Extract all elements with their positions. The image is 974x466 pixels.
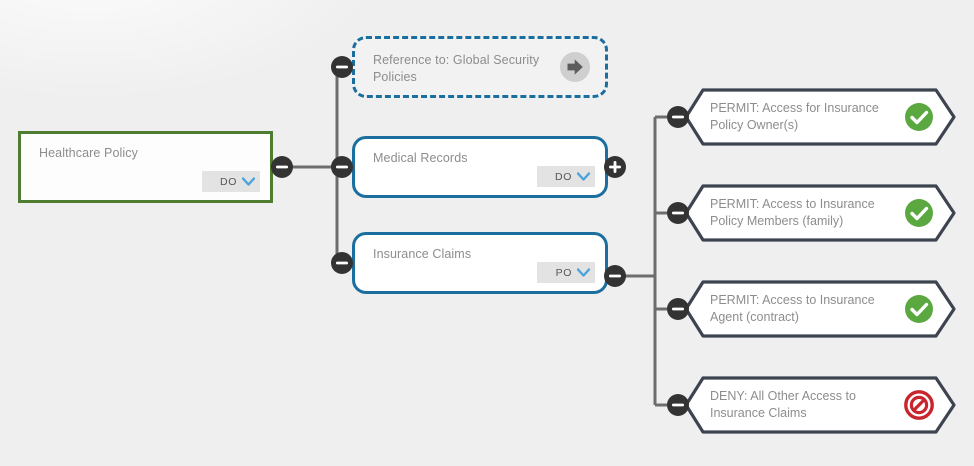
node-permit-policy-owners[interactable]: PERMIT: Access for Insurance Policy Owne…: [684, 88, 956, 146]
collapse-toggle-insurance-claims[interactable]: [330, 251, 354, 275]
collapse-toggle-root[interactable]: [270, 155, 294, 179]
no-entry-icon: [904, 390, 934, 420]
collapse-toggle-deny-all-other[interactable]: [666, 393, 690, 417]
node-insurance-claims[interactable]: Insurance Claims PO: [352, 232, 608, 294]
expand-toggle-medical-records[interactable]: [603, 155, 627, 179]
node-permit-policy-members[interactable]: PERMIT: Access to Insurance Policy Membe…: [684, 184, 956, 242]
dropdown-value: DO: [220, 175, 237, 188]
check-circle-icon: [904, 294, 934, 324]
check-circle-icon: [904, 102, 934, 132]
collapse-toggle-permit-insurance-agent[interactable]: [666, 297, 690, 321]
node-label: PERMIT: Access for Insurance Policy Owne…: [710, 101, 879, 132]
node-healthcare-policy[interactable]: Healthcare Policy DO: [18, 131, 273, 203]
node-label: PERMIT: Access to Insurance Agent (contr…: [710, 293, 875, 324]
insurance-claims-dropdown[interactable]: PO: [537, 262, 595, 283]
node-medical-records[interactable]: Medical Records DO: [352, 136, 608, 198]
node-label: Healthcare Policy: [39, 146, 138, 160]
dropdown-value: PO: [555, 266, 572, 279]
root-dropdown[interactable]: DO: [202, 171, 260, 192]
node-label: Insurance Claims: [373, 247, 472, 261]
dropdown-value: DO: [555, 170, 572, 183]
medical-records-dropdown[interactable]: DO: [537, 166, 595, 187]
node-deny-all-other-access[interactable]: DENY: All Other Access to Insurance Clai…: [684, 376, 956, 434]
chevron-down-icon: [576, 268, 591, 277]
collapse-toggle-medical-records[interactable]: [330, 155, 354, 179]
arrow-right-icon[interactable]: [559, 51, 591, 83]
node-reference-global-security-policies[interactable]: Reference to: Global Security Policies: [352, 36, 608, 98]
chevron-down-icon: [241, 177, 256, 186]
node-label: DENY: All Other Access to Insurance Clai…: [710, 389, 856, 420]
node-label: Reference to: Global Security Policies: [373, 53, 540, 84]
chevron-down-icon: [576, 172, 591, 181]
node-permit-insurance-agent[interactable]: PERMIT: Access to Insurance Agent (contr…: [684, 280, 956, 338]
node-label: PERMIT: Access to Insurance Policy Membe…: [710, 197, 875, 228]
collapse-toggle-permit-policy-members[interactable]: [666, 201, 690, 225]
node-label: Medical Records: [373, 151, 468, 165]
collapse-toggle-reference[interactable]: [330, 55, 354, 79]
collapse-toggle-permit-policy-owners[interactable]: [666, 105, 690, 129]
check-circle-icon: [904, 198, 934, 228]
collapse-toggle-insurance-claims-right[interactable]: [603, 264, 627, 288]
